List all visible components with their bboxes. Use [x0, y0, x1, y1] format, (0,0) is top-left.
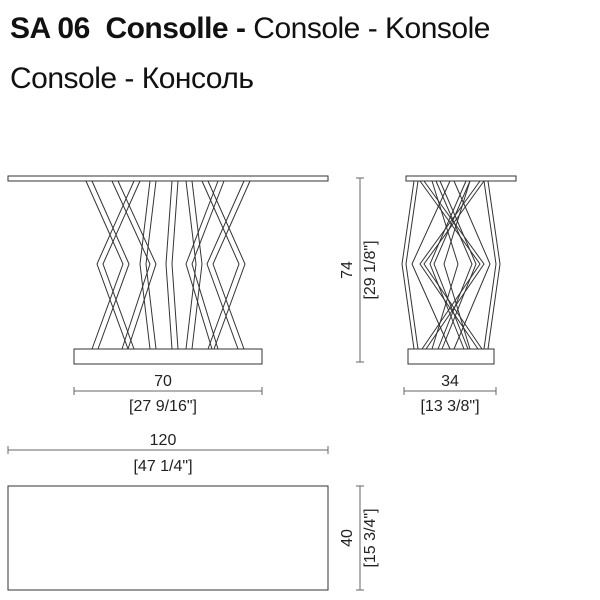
- side-legs: [401, 180, 501, 350]
- side-depth-label-in: [13 3/8"]: [420, 398, 479, 415]
- title-line-1: SA 06 Consolle - Console - Konsole: [10, 14, 490, 44]
- height-dimension: [356, 177, 364, 363]
- front-legs: [85, 180, 251, 350]
- side-depth-label: 34: [441, 373, 459, 390]
- title-line-2: Console - Консоль: [10, 62, 254, 95]
- side-tabletop: [405, 175, 517, 182]
- product-name: Consolle: [105, 12, 229, 45]
- top-view: [7, 485, 329, 591]
- product-name-translations: Console - Konsole: [253, 12, 490, 45]
- top-depth-dimension: [356, 485, 364, 591]
- top-length-label-in: [47 1/4"]: [133, 458, 192, 475]
- height-label-in: [29 1/8"]: [362, 240, 379, 299]
- front-view: [7, 175, 329, 365]
- front-width-dimension: [73, 387, 263, 395]
- product-name-translations-2: Console - Консоль: [10, 62, 254, 95]
- top-length-label: 120: [150, 432, 177, 449]
- front-width-label: 70: [154, 373, 172, 390]
- top-depth-label: 40: [339, 529, 356, 547]
- front-width-label-in: [27 9/16"]: [129, 398, 197, 415]
- product-code: SA 06: [10, 12, 90, 45]
- front-tabletop: [7, 175, 329, 182]
- side-depth-dimension: [403, 387, 497, 395]
- top-length-dimension: [7, 446, 329, 454]
- title-separator: -: [228, 12, 254, 45]
- top-depth-label-in: [15 3/4"]: [362, 508, 379, 567]
- front-base: [73, 348, 263, 365]
- side-view: [401, 175, 517, 365]
- side-base: [407, 348, 495, 365]
- height-label: 74: [339, 261, 356, 279]
